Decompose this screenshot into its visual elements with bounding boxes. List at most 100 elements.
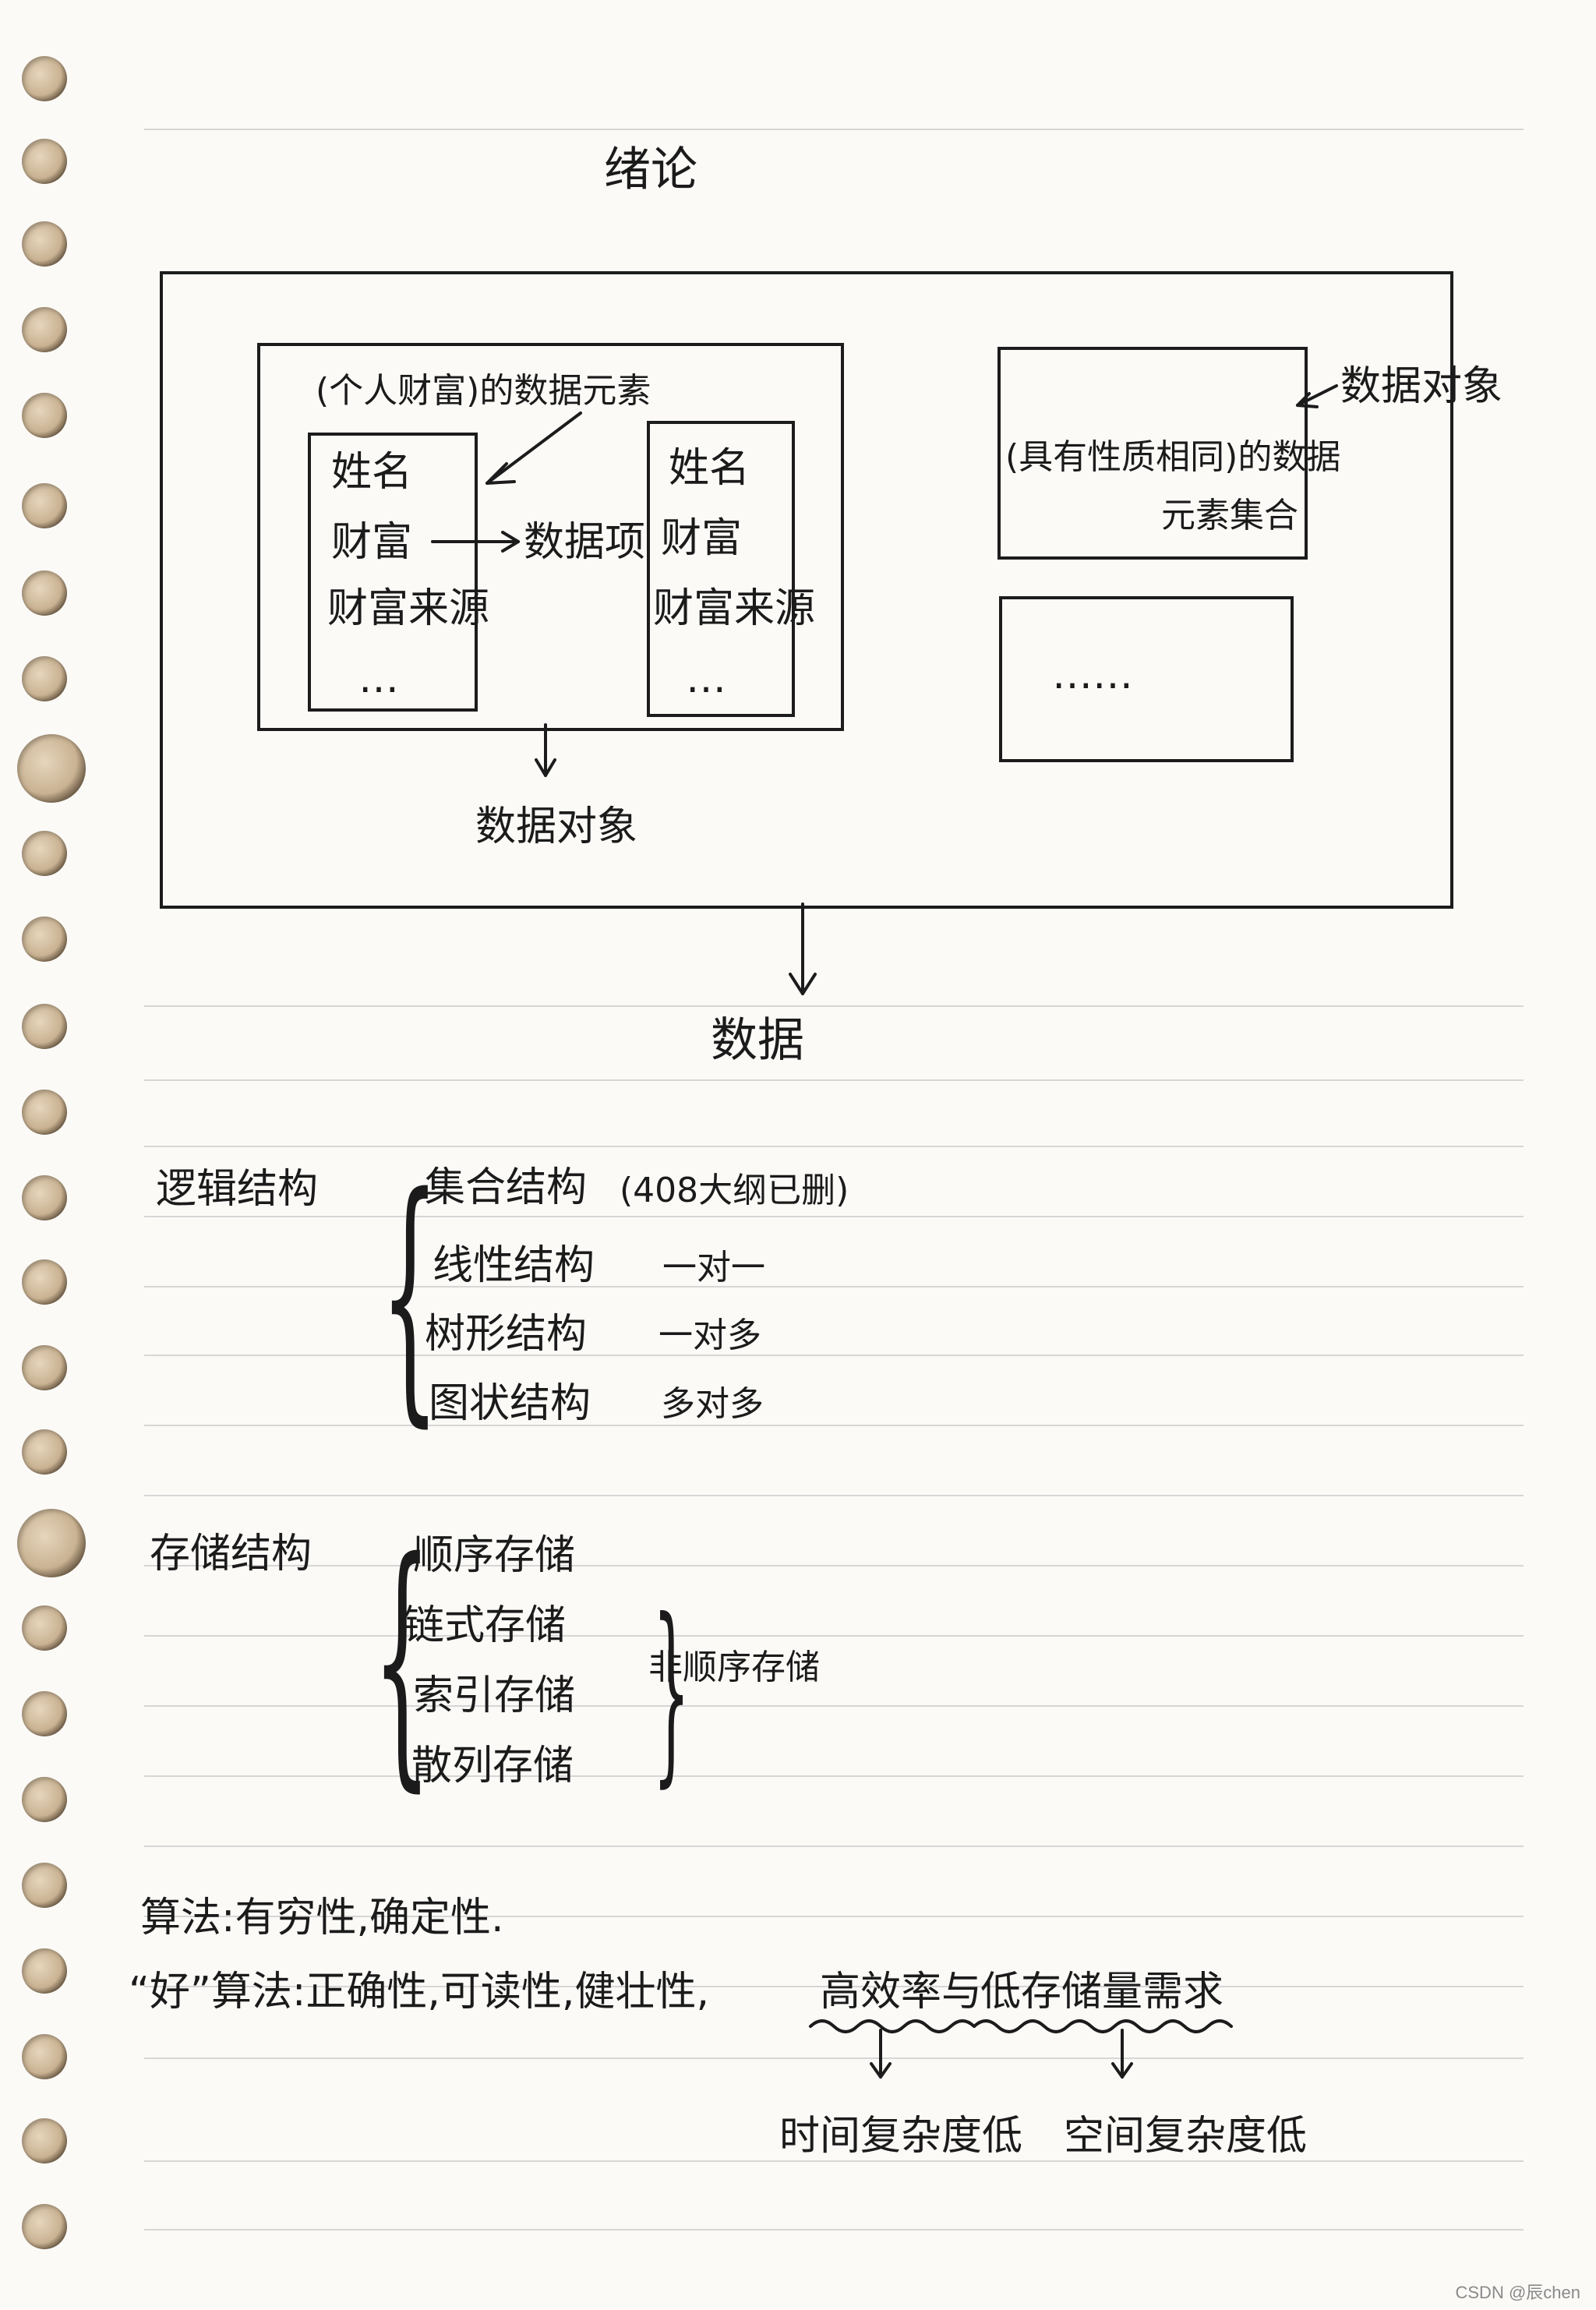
non-seq-brace-icon: { bbox=[652, 1577, 690, 1804]
ruled-line bbox=[144, 1635, 1524, 1637]
data-label: 数据 bbox=[711, 1013, 804, 1068]
ruled-line bbox=[144, 1079, 1524, 1081]
left-field-source: 财富来源 bbox=[327, 585, 490, 632]
algorithm-line-2-prefix: “好”算法:正确性,可读性,健壮性, bbox=[129, 1969, 709, 2015]
right-field-name: 姓名 bbox=[669, 445, 750, 492]
logical-note: 一对多 bbox=[659, 1316, 761, 1355]
storage-item: 散列存储 bbox=[411, 1743, 574, 1789]
storage-item: 索引存储 bbox=[413, 1672, 576, 1719]
binder-hole bbox=[22, 1175, 67, 1220]
right-field-ellipsis: … bbox=[686, 655, 726, 702]
binder-hole bbox=[22, 1259, 67, 1305]
binder-hole bbox=[22, 139, 67, 184]
logical-item: 图状结构 bbox=[429, 1380, 591, 1427]
binder-holes bbox=[0, 0, 86, 2310]
ruled-line bbox=[144, 1495, 1524, 1496]
ruled-line bbox=[144, 2057, 1524, 2059]
binder-hole bbox=[22, 570, 67, 616]
ruled-line bbox=[144, 1705, 1524, 1707]
time-complexity-label: 时间复杂度低 bbox=[779, 2113, 1023, 2160]
left-record-box bbox=[308, 433, 478, 712]
data-outer-box bbox=[160, 271, 1453, 909]
binder-hole bbox=[22, 483, 67, 528]
arrowhead-icon bbox=[1111, 2062, 1133, 2079]
left-field-name: 姓名 bbox=[331, 449, 413, 496]
storage-brace-icon: { bbox=[373, 1506, 432, 1814]
arrowhead-icon bbox=[789, 973, 817, 995]
binder-hole bbox=[22, 1004, 67, 1049]
ruled-line bbox=[144, 1146, 1524, 1147]
wavy-underline-icon bbox=[809, 2019, 976, 2033]
ruled-line bbox=[144, 1355, 1524, 1356]
binder-hole bbox=[17, 1509, 86, 1577]
watermark: CSDN @辰chen bbox=[1455, 2283, 1581, 2302]
ruled-line bbox=[144, 1916, 1524, 1917]
right-field-source: 财富来源 bbox=[653, 585, 816, 632]
data-item-label: 数据项 bbox=[524, 519, 646, 566]
arrow-element-icon bbox=[486, 411, 582, 485]
ruled-line bbox=[144, 1986, 1524, 1987]
ruled-line bbox=[144, 1846, 1524, 1847]
logical-note: 一对一 bbox=[662, 1248, 765, 1287]
data-object-box bbox=[257, 343, 844, 731]
binder-hole bbox=[22, 831, 67, 876]
right-box-text-2: 元素集合 bbox=[1161, 496, 1298, 535]
binder-hole bbox=[22, 656, 67, 701]
ruled-line bbox=[144, 2160, 1524, 2162]
binder-hole bbox=[22, 1863, 67, 1908]
page-title: 绪论 bbox=[604, 143, 697, 197]
ruled-line bbox=[144, 1775, 1524, 1777]
storage-item: 顺序存储 bbox=[413, 1532, 576, 1579]
right-object-box bbox=[998, 347, 1308, 560]
left-field-ellipsis: … bbox=[358, 655, 399, 702]
storage-label: 存储结构 bbox=[150, 1531, 312, 1577]
ruled-line bbox=[144, 1216, 1524, 1217]
data-element-label: (个人财富)的数据元素 bbox=[316, 371, 651, 411]
binder-hole bbox=[22, 917, 67, 962]
binder-hole bbox=[22, 1605, 67, 1651]
arrowhead-icon bbox=[1296, 392, 1319, 408]
binder-hole bbox=[22, 393, 67, 438]
arrowhead-icon bbox=[501, 531, 520, 553]
binder-hole bbox=[22, 307, 67, 352]
binder-hole bbox=[22, 1090, 67, 1135]
binder-hole bbox=[22, 221, 67, 267]
binder-hole bbox=[22, 2118, 67, 2163]
storage-item: 链式存储 bbox=[404, 1602, 567, 1649]
arrowhead-icon bbox=[486, 462, 516, 485]
logical-note: 多对多 bbox=[661, 1384, 764, 1424]
binder-hole bbox=[22, 2204, 67, 2249]
wavy-underline-icon bbox=[973, 2019, 1233, 2033]
binder-hole bbox=[17, 734, 86, 803]
ruled-line bbox=[144, 129, 1524, 130]
right-object-label: 数据对象 bbox=[1340, 363, 1503, 410]
arrow-right-object-icon bbox=[1296, 384, 1338, 407]
binder-hole bbox=[22, 56, 67, 101]
logical-brace-icon: { bbox=[380, 1141, 440, 1450]
logical-item: 集合结构 bbox=[425, 1164, 588, 1211]
algorithm-memory: 低存储量需求 bbox=[980, 1969, 1224, 2015]
binder-hole bbox=[22, 1429, 67, 1475]
arrowhead-icon bbox=[535, 758, 556, 777]
right-box-text-1: (具有性质相同)的数据 bbox=[1005, 437, 1341, 477]
binder-hole bbox=[22, 1691, 67, 1736]
algorithm-line-1: 算法:有穷性,确定性. bbox=[140, 1895, 504, 1941]
ruled-line bbox=[144, 1005, 1524, 1007]
right-box-ellipsis: …… bbox=[1052, 652, 1133, 698]
data-object-label: 数据对象 bbox=[475, 804, 638, 850]
ruled-line bbox=[144, 1286, 1524, 1287]
ruled-line bbox=[144, 2229, 1524, 2231]
right-second-box bbox=[999, 596, 1294, 762]
binder-hole bbox=[22, 1948, 67, 1994]
algorithm-efficiency: 高效率与 bbox=[820, 1969, 983, 2015]
binder-hole bbox=[22, 1777, 67, 1822]
non-seq-label: 非顺序存储 bbox=[648, 1648, 820, 1687]
ruled-line bbox=[144, 1565, 1524, 1566]
binder-hole bbox=[22, 2034, 67, 2079]
ruled-line bbox=[144, 1425, 1524, 1426]
left-field-wealth: 财富 bbox=[331, 519, 413, 566]
space-complexity-label: 空间复杂度低 bbox=[1064, 2113, 1308, 2160]
logical-item: 树形结构 bbox=[425, 1311, 588, 1358]
logical-label: 逻辑结构 bbox=[156, 1166, 319, 1213]
